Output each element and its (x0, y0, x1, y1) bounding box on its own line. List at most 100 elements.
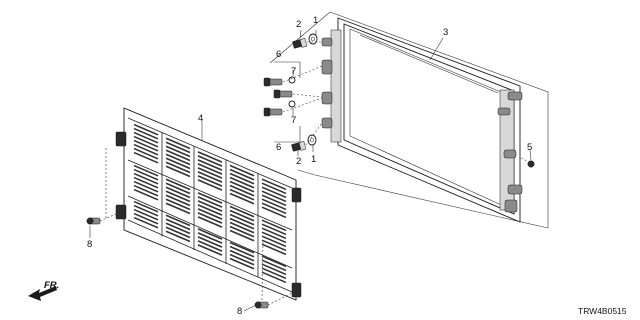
bracket-part-2-upper (292, 38, 308, 49)
shroud-louver-slat (261, 223, 287, 236)
shroud-louver-grid (133, 123, 287, 284)
nut-part-7-upper (288, 76, 296, 84)
callout-7-lower: 7 (291, 115, 296, 126)
left-fitting-4 (321, 117, 333, 129)
shroud-louver-slat (197, 196, 223, 208)
guide-line-bottom (261, 241, 264, 301)
shroud-louver-slat (261, 267, 287, 280)
callout-6-lower: 6 (276, 142, 281, 153)
washer-part-1-upper (308, 33, 318, 45)
shroud-louver-slat (133, 180, 159, 193)
shroud-louver-slat (261, 198, 287, 211)
shroud-louver-slat (165, 182, 191, 195)
shroud-louver-slat (133, 176, 159, 189)
shroud-louver-slat (229, 213, 255, 226)
shroud-louver-slat (229, 184, 255, 197)
fan-shroud-assembly (86, 107, 302, 309)
shroud-louver-slat (229, 192, 255, 205)
callout-5: 5 (527, 142, 532, 153)
callout-3: 3 (443, 27, 448, 38)
shroud-louver-slat (197, 171, 223, 183)
shroud-louver-slat (229, 176, 255, 189)
callout-bracket-6-lower (274, 126, 301, 143)
shroud-louver-slat (133, 172, 159, 185)
front-direction-indicator: FR. (28, 280, 59, 301)
shroud-louver-slat (229, 257, 255, 270)
shroud-louver-slat (133, 147, 159, 160)
shroud-louver-slat (261, 206, 287, 219)
shroud-louver-slat (197, 179, 223, 191)
shroud-louver-slat (261, 194, 287, 207)
shroud-louver-slat (229, 217, 255, 230)
shroud-louver-slat (133, 127, 159, 140)
shroud-louver-slat (197, 167, 223, 179)
shroud-louver-slat (261, 239, 287, 252)
shroud-rail-lower (127, 195, 293, 269)
shroud-louver-slat (165, 178, 191, 191)
radiator-assembly (269, 11, 549, 229)
sensor-port (497, 107, 511, 116)
screw-part-8-bottom (254, 292, 293, 309)
shroud-louver-slat (165, 141, 191, 154)
shroud-louver-slat (165, 145, 191, 158)
radiator-boundary-line-lower (297, 169, 549, 229)
shroud-louver-slat (165, 165, 191, 178)
shroud-louver-slat (229, 241, 255, 254)
diagram-code: TRW4B0515 (578, 306, 627, 316)
shroud-louver-slat (133, 204, 159, 217)
shroud-mount-lower-right (291, 282, 302, 298)
shroud-rail-upper (127, 159, 293, 231)
shroud-louver-slat (261, 186, 287, 199)
front-direction-label: FR. (44, 280, 59, 291)
front-arrow-icon (28, 286, 57, 301)
shroud-louver-slat (229, 168, 255, 181)
callout-2-upper: 2 (296, 19, 301, 30)
callout-1-lower: 1 (311, 154, 316, 165)
shroud-louver-slat (165, 222, 191, 235)
nut-part-7-lower (288, 100, 296, 108)
shroud-louver-slat (229, 209, 255, 222)
callout-1-upper: 1 (313, 15, 318, 26)
shroud-rail-top (127, 117, 293, 189)
shroud-louver-slat (165, 218, 191, 231)
shroud-louver-slat (197, 228, 223, 240)
shroud-louver-slat (133, 188, 159, 201)
shroud-louver-slat (165, 226, 191, 239)
shroud-louver-slat (261, 219, 287, 232)
shroud-louver-slat (229, 205, 255, 218)
shroud-louver-slat (261, 202, 287, 215)
washer-part-1-lower (307, 134, 317, 146)
lower-hose-outlet (507, 184, 523, 195)
callout-labels: 1 2 3 4 5 6 7 7 6 2 1 8 8 (87, 15, 532, 317)
shroud-louver-slat (133, 184, 159, 197)
shroud-louver-slat (165, 137, 191, 150)
callout-2-lower: 2 (296, 156, 301, 167)
shroud-louver-slat (261, 178, 287, 191)
shroud-louver-slat (133, 216, 159, 229)
shroud-louver-slat (229, 188, 255, 201)
shroud-louver-slat (165, 186, 191, 199)
shroud-louver-slat (229, 172, 255, 185)
callout-7-upper: 7 (291, 66, 296, 77)
shroud-louver-slat (197, 236, 223, 248)
shroud-louver-slat (165, 214, 191, 227)
shroud-louver-slat (261, 243, 287, 256)
shroud-louver-slat (133, 212, 159, 225)
assembly-guide-lines (282, 41, 532, 164)
shroud-rail-bottom (127, 219, 293, 293)
shroud-louver-slat (229, 229, 255, 242)
screw-part-8-left (86, 213, 117, 225)
shroud-louver-slat (197, 216, 223, 228)
radiator-boundary-line (329, 11, 549, 228)
shroud-louver-slat (261, 227, 287, 240)
shroud-louver-slat (165, 161, 191, 174)
shroud-louver-slat (165, 153, 191, 166)
shroud-louver-slat (261, 263, 287, 276)
shroud-louver-slat (197, 159, 223, 171)
shroud-louver-slat (229, 164, 255, 177)
upper-hose-inlet (507, 91, 523, 101)
shroud-louver-slat (133, 123, 159, 136)
shroud-louver-slat (261, 231, 287, 244)
leader-8-bottom (243, 305, 255, 312)
